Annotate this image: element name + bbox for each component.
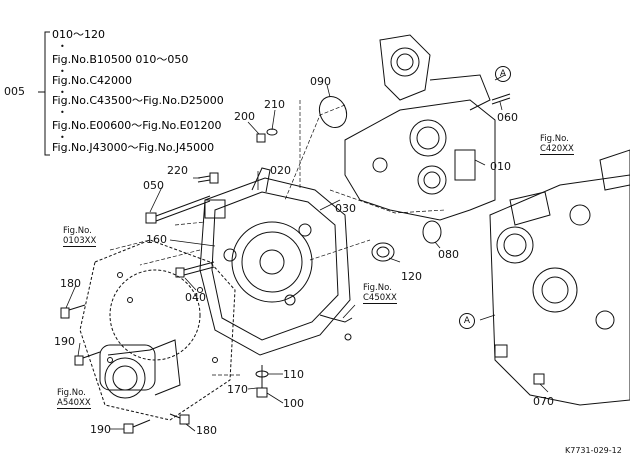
group-line-1: 010～120 bbox=[52, 28, 105, 41]
stud-220 bbox=[197, 172, 219, 184]
clutch-housing bbox=[199, 167, 351, 356]
fig-ref-c420xx[interactable]: Fig.No. C420XX bbox=[540, 134, 574, 155]
plate-hole bbox=[197, 287, 203, 293]
bullet-dot: • bbox=[60, 67, 65, 76]
plate-hole bbox=[212, 357, 218, 363]
fig-ref-code: C420XX bbox=[540, 144, 574, 155]
part-label-180-bottom[interactable]: 180 bbox=[196, 424, 217, 437]
part-label-110[interactable]: 110 bbox=[283, 368, 304, 381]
plug-070 bbox=[533, 373, 545, 385]
part-label-030[interactable]: 030 bbox=[335, 202, 356, 215]
bolt-180a bbox=[60, 304, 86, 319]
bullet-dot: • bbox=[60, 42, 65, 51]
connection-marker-a-top: A bbox=[495, 66, 511, 82]
bolt-190a bbox=[74, 351, 101, 366]
part-label-070[interactable]: 070 bbox=[533, 395, 554, 408]
part-label-100[interactable]: 100 bbox=[283, 397, 304, 410]
group-line-6: Fig.No.J43000～Fig.No.J45000 bbox=[52, 141, 215, 154]
alignment-lines bbox=[109, 100, 446, 376]
plate-hole bbox=[127, 297, 133, 303]
bullet-dot: • bbox=[60, 108, 65, 117]
part-label-160[interactable]: 160 bbox=[146, 233, 167, 246]
fig-ref-code: C450XX bbox=[363, 293, 397, 304]
transmission-case bbox=[344, 34, 496, 221]
plate-hole bbox=[117, 272, 123, 278]
group-line-3: Fig.No.C42000 bbox=[52, 74, 132, 87]
bolt-190b bbox=[123, 419, 151, 434]
part-label-060[interactable]: 060 bbox=[497, 111, 518, 124]
part-label-210[interactable]: 210 bbox=[264, 98, 285, 111]
adjacent-assembly bbox=[489, 149, 630, 406]
fig-ref-code: A540XX bbox=[57, 398, 91, 409]
part-label-040[interactable]: 040 bbox=[185, 291, 206, 304]
part-label-220[interactable]: 220 bbox=[167, 164, 188, 177]
part-label-190-top[interactable]: 190 bbox=[54, 335, 75, 348]
part-label-050[interactable]: 050 bbox=[143, 179, 164, 192]
part-label-190-bottom[interactable]: 190 bbox=[90, 423, 111, 436]
o-ring-090 bbox=[318, 95, 348, 129]
seal-120 bbox=[371, 242, 395, 262]
group-line-5: Fig.No.E00600～Fig.No.E01200 bbox=[52, 119, 222, 132]
housing-plate-outline bbox=[79, 239, 236, 421]
group-bracket bbox=[44, 31, 50, 156]
bullet-dot: • bbox=[60, 133, 65, 142]
part-label-090[interactable]: 090 bbox=[310, 75, 331, 88]
stud-060 bbox=[491, 93, 511, 105]
fig-ref-title: Fig.No. bbox=[63, 226, 92, 236]
part-label-170[interactable]: 170 bbox=[227, 383, 248, 396]
housing-plate-bore bbox=[109, 269, 201, 361]
bolt-040 bbox=[175, 261, 215, 278]
fig-ref-title: Fig.No. bbox=[540, 134, 569, 144]
part-label-010[interactable]: 010 bbox=[490, 160, 511, 173]
plate-hole bbox=[107, 357, 113, 363]
starter-motor bbox=[99, 339, 181, 399]
fig-ref-title: Fig.No. bbox=[57, 388, 86, 398]
nut-200 bbox=[256, 133, 266, 143]
group-line-4: Fig.No.C43500～Fig.No.D25000 bbox=[52, 94, 224, 107]
fig-ref-code: 0103XX bbox=[63, 236, 97, 247]
connection-marker-a-bottom: A bbox=[459, 313, 475, 329]
fitting-c450 bbox=[319, 314, 353, 341]
bolt-050 bbox=[145, 195, 211, 224]
fig-ref-c450xx[interactable]: Fig.No. C450XX bbox=[363, 283, 397, 304]
part-label-120[interactable]: 120 bbox=[401, 270, 422, 283]
o-ring-080 bbox=[422, 220, 442, 244]
bolt-180b bbox=[169, 413, 190, 425]
part-label-180-top[interactable]: 180 bbox=[60, 277, 81, 290]
part-label-200[interactable]: 200 bbox=[234, 110, 255, 123]
bullet-dot: • bbox=[60, 88, 65, 97]
fig-ref-title: Fig.No. bbox=[363, 283, 392, 293]
fig-ref-a540xx[interactable]: Fig.No. A540XX bbox=[57, 388, 91, 409]
leader-lines bbox=[65, 74, 549, 432]
group-part-number: 005 bbox=[4, 85, 25, 98]
fig-ref-0103xx[interactable]: Fig.No. 0103XX bbox=[63, 226, 97, 247]
bolt-100 bbox=[256, 365, 268, 398]
part-label-080[interactable]: 080 bbox=[438, 248, 459, 261]
part-label-020[interactable]: 020 bbox=[270, 164, 291, 177]
group-line-2: Fig.No.B10500 010～050 bbox=[52, 53, 189, 66]
drawing-code: K7731-029-12 bbox=[565, 446, 622, 455]
